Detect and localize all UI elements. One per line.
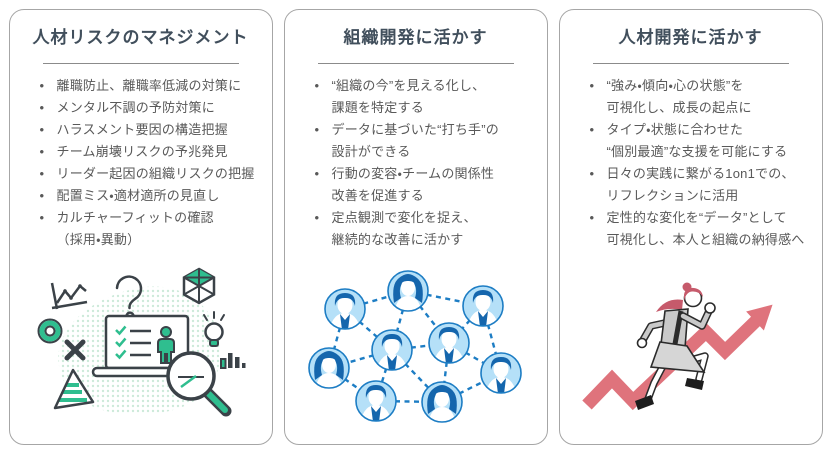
avatar-female bbox=[422, 382, 462, 424]
running-person bbox=[634, 282, 716, 410]
bullet-item: 日々の実践に繋がる1on1での、リフレクションに活用 bbox=[590, 163, 814, 207]
lightbulb-icon bbox=[202, 311, 225, 347]
growth-arrow-illustration bbox=[581, 282, 773, 411]
x-icon bbox=[64, 339, 85, 361]
bar-chart-icon bbox=[219, 353, 245, 369]
card-organization-development: 組織開発に活かす “組織の今”を見える化し、課題を特定するデータに基づいた“打ち… bbox=[283, 9, 548, 445]
card-title: 人材開発に活かす bbox=[618, 28, 763, 47]
hexagon-icon bbox=[182, 267, 215, 305]
avatar-male bbox=[325, 289, 365, 331]
avatar-female bbox=[309, 348, 349, 390]
bullet-item: カルチャーフィットの確認（採用・異動） bbox=[40, 207, 264, 251]
bullet-item: 離職防止、離職率低減の対策に bbox=[40, 75, 264, 97]
avatar-male bbox=[429, 323, 469, 365]
bullet-list: 離職防止、離職率低減の対策にメンタル不調の予防対策にハラスメント要因の構造把握チ… bbox=[10, 75, 272, 251]
bullet-list: “強み・傾向・心の状態”を可視化し、成長の起点にタイプ・状態に合わせた“個別最適… bbox=[560, 75, 822, 251]
bullet-item: チーム崩壊リスクの予兆発見 bbox=[40, 141, 264, 163]
people-network-illustration bbox=[296, 264, 536, 434]
donut-icon bbox=[37, 318, 62, 344]
bullet-item: タイプ・状態に合わせた“個別最適”な支援を可能にする bbox=[590, 119, 814, 163]
divider bbox=[317, 63, 514, 64]
line-chart-icon bbox=[50, 282, 87, 310]
divider bbox=[42, 63, 239, 64]
card-talent-development: 人材開発に活かす “強み・傾向・心の状態”を可視化し、成長の起点にタイプ・状態に… bbox=[558, 9, 823, 445]
bullet-item: “組織の今”を見える化し、課題を特定する bbox=[315, 75, 539, 119]
illustration-container bbox=[560, 264, 822, 434]
divider bbox=[592, 63, 789, 64]
illustration-container bbox=[10, 264, 272, 434]
bullet-item: 定点観測で変化を捉え、継続的な改善に活かす bbox=[315, 207, 539, 251]
bullet-item: リーダー起因の組織リスクの把握 bbox=[40, 163, 264, 185]
pc-analysis-illustration bbox=[37, 267, 245, 417]
bullet-item: ハラスメント要因の構造把握 bbox=[40, 119, 264, 141]
bullet-list: “組織の今”を見える化し、課題を特定するデータに基づいた“打ち手”の設計ができる… bbox=[285, 75, 547, 251]
card-talent-risk-management: 人材リスクのマネジメント 離職防止、離職率低減の対策にメンタル不調の予防対策にハ… bbox=[8, 9, 273, 445]
card-title: 人材リスクのマネジメント bbox=[32, 28, 249, 47]
magnifier-icon bbox=[165, 351, 231, 417]
avatar-female bbox=[388, 271, 428, 313]
person-icon bbox=[156, 326, 175, 364]
card-title: 組織開発に活かす bbox=[343, 28, 488, 47]
avatar-male bbox=[356, 381, 396, 423]
pyramid-icon bbox=[53, 368, 94, 410]
bullet-item: メンタル不調の予防対策に bbox=[40, 97, 264, 119]
network-edges bbox=[327, 289, 502, 404]
bullet-item: 配置ミス・適材適所の見直し bbox=[40, 185, 264, 207]
illustration-container bbox=[285, 264, 547, 434]
avatar-male bbox=[481, 353, 521, 395]
